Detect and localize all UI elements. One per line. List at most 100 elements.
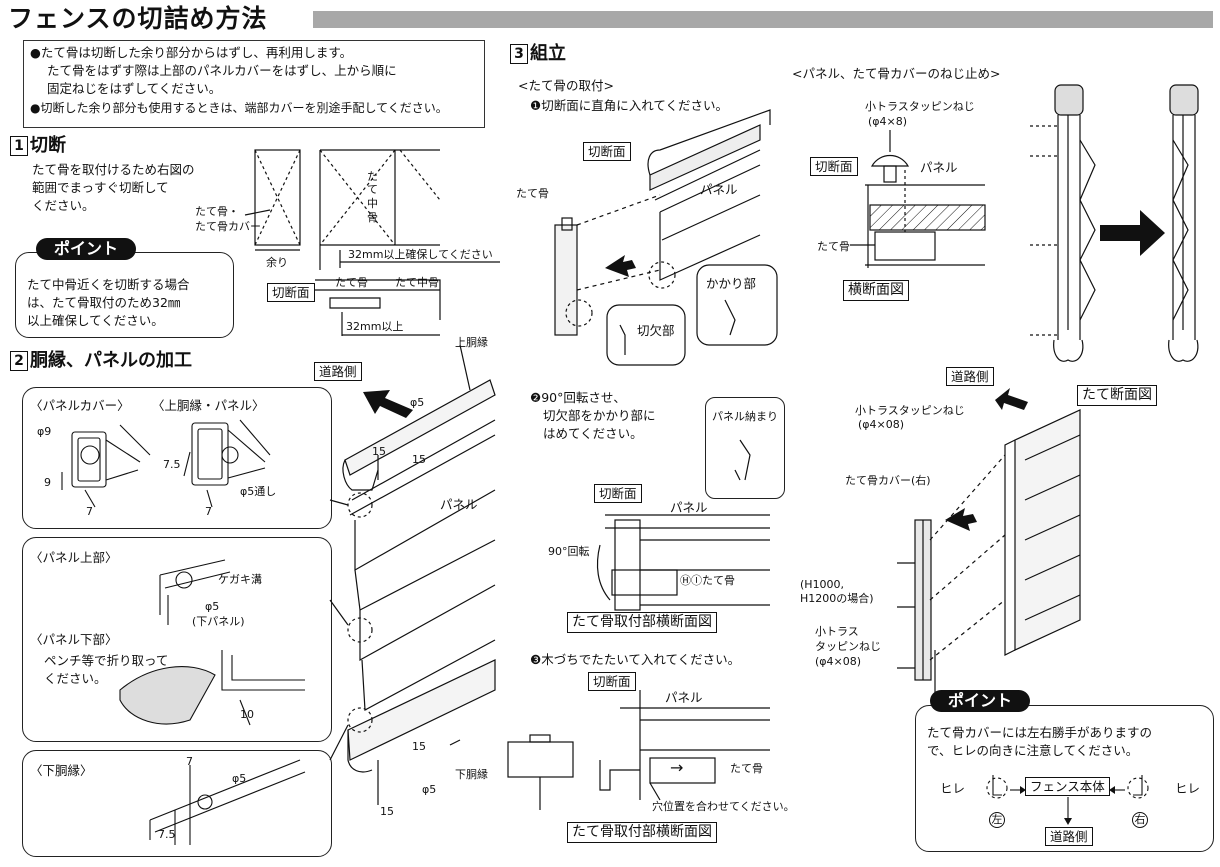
s2-rail-title: 〈上胴縁・パネル〉	[152, 398, 265, 413]
s4-screw3b: タッピンねじ	[815, 640, 881, 653]
s3-tatehone-1: たて骨	[516, 187, 549, 200]
s1-desc-2: 範囲でまっすぐ切断して	[32, 180, 169, 195]
s2-d15-b: 15	[412, 453, 426, 466]
s4-screw2: 小トラスタッピンねじ	[855, 404, 965, 417]
s3-hole-align: 穴位置を合わせてください。	[652, 800, 795, 813]
s2-d10: 10	[240, 708, 254, 721]
s2-d15-d: 15	[380, 805, 394, 818]
s2-box3-d7: 7	[186, 755, 193, 768]
s2-d75a: 7.5	[163, 458, 181, 471]
s4-hire-diagram	[986, 775, 1149, 825]
s4-vert: たて断面図	[1077, 385, 1157, 406]
note-2: たて骨をはずす際は上部のパネルカバーをはずし、上から順に	[47, 63, 397, 78]
s3-section-2: 切断面	[594, 484, 642, 503]
s4-cover-r: たて骨カバー(右)	[845, 474, 931, 487]
s4-tatehone: たて骨	[817, 240, 850, 253]
s2-d15-c: 15	[412, 740, 426, 753]
s4-right: 右	[1132, 812, 1148, 828]
s3-insert-drawing	[554, 109, 778, 366]
note-1: ●たて骨は切断した余り部分からはずし、再利用します。	[30, 45, 353, 60]
s3-panel-fit: パネル納まり	[712, 410, 778, 423]
s4-point-text-1: たて骨カバーには左右勝手がありますの	[927, 725, 1153, 740]
s3-panel-3: パネル	[665, 690, 703, 705]
s1-post-label-1: たて骨・	[195, 205, 239, 218]
s4-h-note-1: (H1000,	[800, 578, 845, 591]
s2-phi5-bottom: φ5	[422, 783, 437, 796]
s1-amari: 余り	[266, 256, 288, 269]
s2-upper-title: 〈パネル上部〉	[30, 550, 118, 565]
note-3: 固定ねじをはずしてください。	[47, 81, 222, 96]
s4-hire-left: ヒレ	[940, 781, 966, 796]
s3-panel-2: パネル	[670, 500, 708, 515]
s4-cross-drawing	[850, 84, 1199, 362]
s1-mid-post-3: 中	[367, 197, 378, 210]
s4-point-text-2: で、ヒレの向きに注意してください。	[927, 743, 1139, 758]
s3-tate-mark: ⒽⒾたて骨	[680, 574, 735, 587]
s3-section-3: 切断面	[588, 672, 636, 691]
s1-tatenakahone: たて中骨	[395, 276, 439, 289]
s4-section: 切断面	[810, 157, 858, 176]
s2-box3-phi5: φ5	[232, 772, 247, 785]
s2-panel-drawing	[119, 559, 305, 726]
s3-arrow-symbol: →	[670, 758, 684, 777]
s4-sub: <パネル、たて骨カバーのねじ止め>	[792, 66, 1001, 81]
s1-desc-3: ください。	[32, 198, 95, 213]
s2-phi5-top: φ5	[410, 396, 425, 409]
s2-pliers-1: ペンチ等で折り取って	[44, 653, 169, 668]
s3-rotate-drawing	[596, 439, 770, 611]
s4-cross: 横断面図	[843, 280, 909, 301]
s1-cut-diagram	[244, 149, 500, 336]
s1-section-label: 切断面	[267, 283, 315, 302]
s4-road: 道路側	[946, 367, 994, 386]
s2-cover-drawing	[61, 419, 271, 508]
s1-desc-1: たて骨を取付けるため右図の	[32, 162, 195, 177]
s2-fence-drawing	[329, 344, 496, 805]
s3-tatehone-3: たて骨	[730, 762, 763, 775]
s2-cover-title: 〈パネルカバー〉	[30, 398, 130, 413]
s3-kirikaki: 切欠部	[637, 323, 675, 338]
s1-point-text-1: たて中骨近くを切断する場合	[27, 277, 190, 292]
s4-h-note-2: H1200の場合)	[800, 592, 874, 605]
s2-d15-a: 15	[372, 445, 386, 458]
s2-lower-title: 〈パネル下部〉	[30, 632, 118, 647]
s3-rot90: 90°回転	[548, 545, 590, 558]
s4-screw1: 小トラスタッピンねじ	[865, 100, 975, 113]
s3-step2-1: ❷90°回転させ、	[530, 390, 626, 405]
s3-step2-2: 切欠部をかかり部に	[543, 408, 656, 423]
s2-d9: 9	[44, 476, 51, 489]
s3-fig-cap-1: たて骨取付部横断面図	[567, 612, 717, 633]
s3-sub1: <たて骨の取付>	[518, 78, 614, 93]
s3-step3: ❸木づちでたたいて入れてください。	[530, 652, 741, 667]
s2-box3-d75: 7.5	[158, 828, 176, 841]
s2-road-label: 道路側	[314, 362, 362, 381]
s4-cover-drawing	[897, 388, 1081, 705]
s3-step1: ❶切断面に直角に入れてください。	[530, 98, 728, 113]
s2-kegaki: ケガキ溝	[218, 573, 262, 586]
s3-step2-3: はめてください。	[543, 426, 643, 441]
s2-box2-phi5: φ5	[205, 600, 220, 613]
title-bar	[313, 11, 1213, 28]
s2-box3-title: 〈下胴縁〉	[30, 763, 93, 778]
s4-left: 左	[989, 812, 1005, 828]
s2-lower-panel: (下パネル)	[192, 615, 245, 628]
s1-point-text-2: は、たて骨取付のため32㎜	[27, 295, 181, 310]
s4-hire-right: ヒレ	[1175, 781, 1201, 796]
s4-point-badge: ポイント	[930, 690, 1031, 712]
s1-point-text-3: 以上確保してください。	[27, 313, 164, 328]
s1-mid-post-2: て	[367, 183, 378, 196]
s2-panel-label: パネル	[440, 497, 478, 512]
s1-keep32: 32mm以上確保してください	[348, 248, 493, 261]
page-title: フェンスの切詰め方法	[8, 4, 268, 33]
s2-lower-rail-drawing	[149, 759, 306, 845]
s2-d7b: 7	[205, 505, 212, 518]
s1-mid-post-4: 骨	[367, 211, 378, 224]
s1-tatehone: たて骨	[335, 276, 368, 289]
s4-screw2-size: (φ4×08)	[858, 418, 905, 431]
notes-box	[23, 40, 485, 128]
s3-hammer-drawing	[507, 690, 770, 810]
s3-section-1: 切断面	[583, 142, 631, 161]
s1-mid-post-1: た	[367, 170, 378, 183]
